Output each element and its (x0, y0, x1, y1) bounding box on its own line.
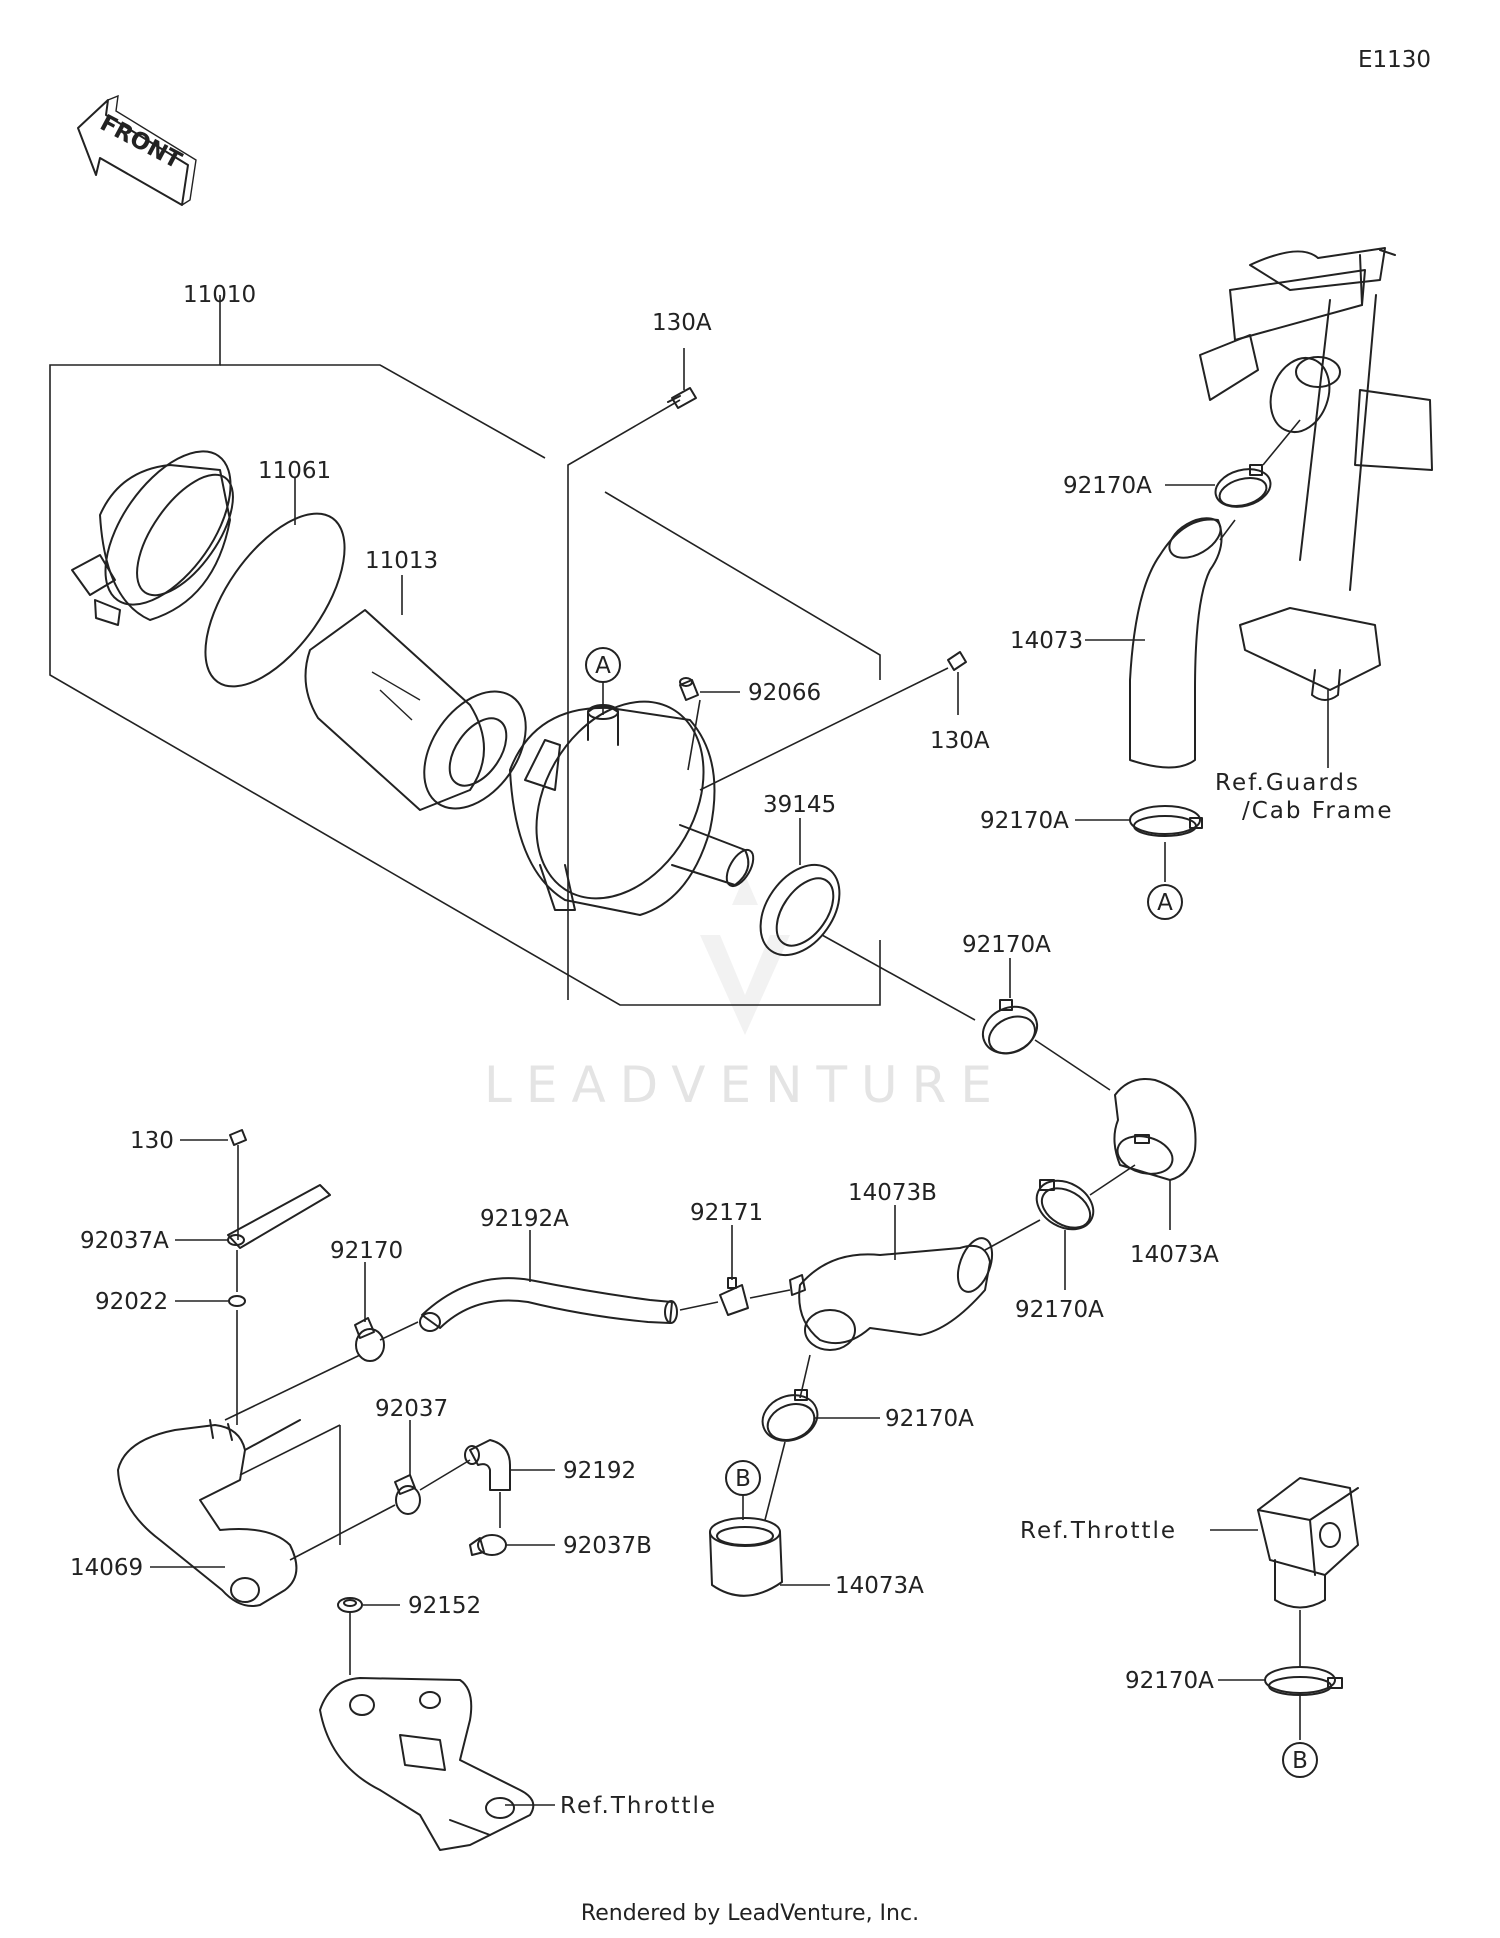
clamp-92037b (469, 1534, 507, 1556)
bracket-14069 (117, 1419, 301, 1607)
label-ref-throttle-bottom: Ref.Throttle (560, 1793, 717, 1819)
clamp-92170a-hose (1129, 805, 1203, 837)
strap-92037a (227, 1184, 331, 1249)
label-ref-cab-frame: /Cab Frame (1242, 798, 1393, 824)
diagram-code: E1130 (1358, 47, 1431, 73)
clamp-92170 (354, 1317, 385, 1362)
watermark-logo (700, 875, 790, 1035)
clamp-92170a-lower-right (1035, 1179, 1095, 1231)
clip-92171 (719, 1277, 749, 1316)
bolt-130 (229, 1129, 247, 1146)
label-130: 130 (130, 1128, 174, 1154)
fitting-92066 (679, 677, 699, 701)
svg-text:A: A (1157, 890, 1173, 916)
label-92170a-throttle: 92170A (1125, 1668, 1214, 1694)
assembly-bracket-11010 (49, 295, 881, 1006)
label-92170a-top: 92170A (1063, 473, 1152, 499)
filter-element-11013 (304, 609, 527, 811)
ring-39145 (759, 863, 841, 957)
label-ref-guards: Ref.Guards (1215, 770, 1360, 796)
callout-a-hose: A (1147, 884, 1183, 920)
label-92152: 92152 (408, 1593, 481, 1619)
callout-a-top: A (585, 647, 621, 683)
label-92037b: 92037B (563, 1533, 652, 1559)
label-92170a-below-duct: 92170A (885, 1406, 974, 1432)
footer-credit: Rendered by LeadVenture, Inc. (581, 1901, 919, 1926)
label-92170a-right: 92170A (962, 932, 1051, 958)
clamp-92170a-top (1214, 464, 1272, 508)
label-92192: 92192 (563, 1458, 636, 1484)
elbow-92192 (464, 1439, 511, 1491)
bolt-130a-right (947, 651, 967, 671)
front-arrow-icon: FRONT (77, 94, 197, 206)
air-cleaner-housing (509, 700, 755, 916)
label-92022: 92022 (95, 1289, 168, 1315)
duct-14073b (789, 1237, 994, 1351)
svg-text:A: A (595, 653, 611, 679)
cab-frame (1199, 247, 1433, 701)
label-14073a-lower: 14073A (835, 1573, 924, 1599)
svg-text:B: B (1292, 1748, 1308, 1774)
label-130a-right: 130A (930, 728, 990, 754)
label-92066: 92066 (748, 680, 821, 706)
grommet-92152 (337, 1597, 363, 1613)
label-130a-top: 130A (652, 310, 712, 336)
label-92170: 92170 (330, 1238, 403, 1264)
elbow-14073a-upper (1113, 1078, 1197, 1181)
clip-92037 (394, 1474, 421, 1515)
label-14073b: 14073B (848, 1180, 937, 1206)
label-11010: 11010 (183, 282, 256, 308)
label-14073: 14073 (1010, 628, 1083, 654)
label-92170a-lower-right: 92170A (1015, 1297, 1104, 1323)
label-92037a: 92037A (80, 1228, 169, 1254)
clamp-92170a-right (981, 999, 1039, 1055)
boot-14073a-lower (709, 1517, 783, 1597)
label-11013: 11013 (365, 548, 438, 574)
label-92192a: 92192A (480, 1206, 569, 1232)
label-92170a-hose: 92170A (980, 808, 1069, 834)
clamp-92170a-below-duct (761, 1389, 819, 1442)
hose-92192a (419, 1277, 678, 1332)
label-14069: 14069 (70, 1555, 143, 1581)
o-ring-11061 (204, 512, 346, 688)
air-cleaner-cover (71, 450, 234, 626)
hose-14073 (1129, 517, 1223, 769)
callout-b-left: B (725, 1460, 761, 1496)
front-label: FRONT (96, 110, 186, 174)
label-39145: 39145 (763, 792, 836, 818)
callout-b-right: B (1282, 1742, 1318, 1778)
bolt-130a-top (667, 387, 697, 409)
svg-text:B: B (735, 1466, 751, 1492)
label-11061: 11061 (258, 458, 331, 484)
throttle-body-bottom (319, 1677, 535, 1851)
label-ref-throttle-right: Ref.Throttle (1020, 1518, 1177, 1544)
label-14073a-upper: 14073A (1130, 1242, 1219, 1268)
label-92171: 92171 (690, 1200, 763, 1226)
washer-92022 (228, 1295, 246, 1307)
throttle-body-right (1257, 1477, 1359, 1609)
watermark-text: LEADVENTURE (484, 1056, 1006, 1114)
label-92037: 92037 (375, 1396, 448, 1422)
clamp-92170a-throttle (1264, 1666, 1343, 1696)
